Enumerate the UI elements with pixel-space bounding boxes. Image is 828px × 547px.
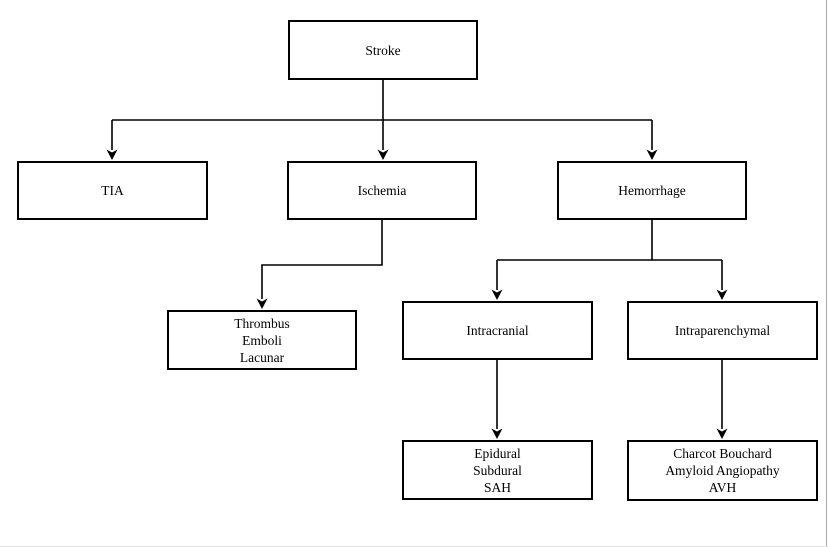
node-ischemia-label: Ischemia <box>357 183 407 198</box>
arrowhead-epidural <box>491 428 503 439</box>
node-epidural-subdural-sah: Epidural Subdural SAH <box>402 440 593 500</box>
node-ischemia: Ischemia <box>287 161 477 220</box>
node-thrombus-line-3: Lacunar <box>239 349 285 365</box>
arrowhead-ischemia <box>377 149 389 160</box>
node-hemorrhage-label: Hemorrhage <box>618 183 686 198</box>
node-intraparenchymal: Intraparenchymal <box>627 301 818 360</box>
node-intracranial: Intracranial <box>402 301 593 360</box>
arrowhead-thrombus <box>256 298 268 309</box>
node-stroke: Stroke <box>288 20 478 80</box>
page-edge-right <box>826 0 827 547</box>
node-tia: TIA <box>17 161 208 220</box>
node-hemorrhage: Hemorrhage <box>557 161 747 220</box>
node-charcot-line-1: Charcot Bouchard <box>673 446 772 461</box>
node-stroke-label: Stroke <box>365 42 401 58</box>
arrowhead-tia <box>106 149 118 160</box>
node-epidural-line-1: Epidural <box>474 445 521 461</box>
node-thrombus-line-2: Emboli <box>242 332 282 348</box>
node-charcot-amyloid-avh: Charcot Bouchard Amyloid Angiopathy AVH <box>627 440 818 501</box>
node-charcot-line-2: Amyloid Angiopathy <box>665 463 780 478</box>
arrowhead-hemorrhage <box>646 149 658 160</box>
node-thrombus-line-1: Thrombus <box>234 315 290 331</box>
node-intracranial-label: Intracranial <box>466 323 529 338</box>
node-thrombus-emboli-lacunar: Thrombus Emboli Lacunar <box>167 310 357 370</box>
connector-ischemia-thrombus <box>261 220 383 299</box>
arrowhead-charcot <box>716 428 728 439</box>
arrowhead-intracranial <box>491 289 503 300</box>
node-epidural-line-2: Subdural <box>473 462 522 478</box>
arrowhead-intraparenchymal <box>716 289 728 300</box>
node-epidural-line-3: SAH <box>483 479 511 495</box>
node-tia-label: TIA <box>101 183 124 198</box>
connector-stroke-rail <box>112 80 652 121</box>
connector-hemorrhage-rail <box>497 220 722 261</box>
node-intraparenchymal-label: Intraparenchymal <box>674 323 771 338</box>
node-charcot-line-3: AVH <box>708 480 737 495</box>
